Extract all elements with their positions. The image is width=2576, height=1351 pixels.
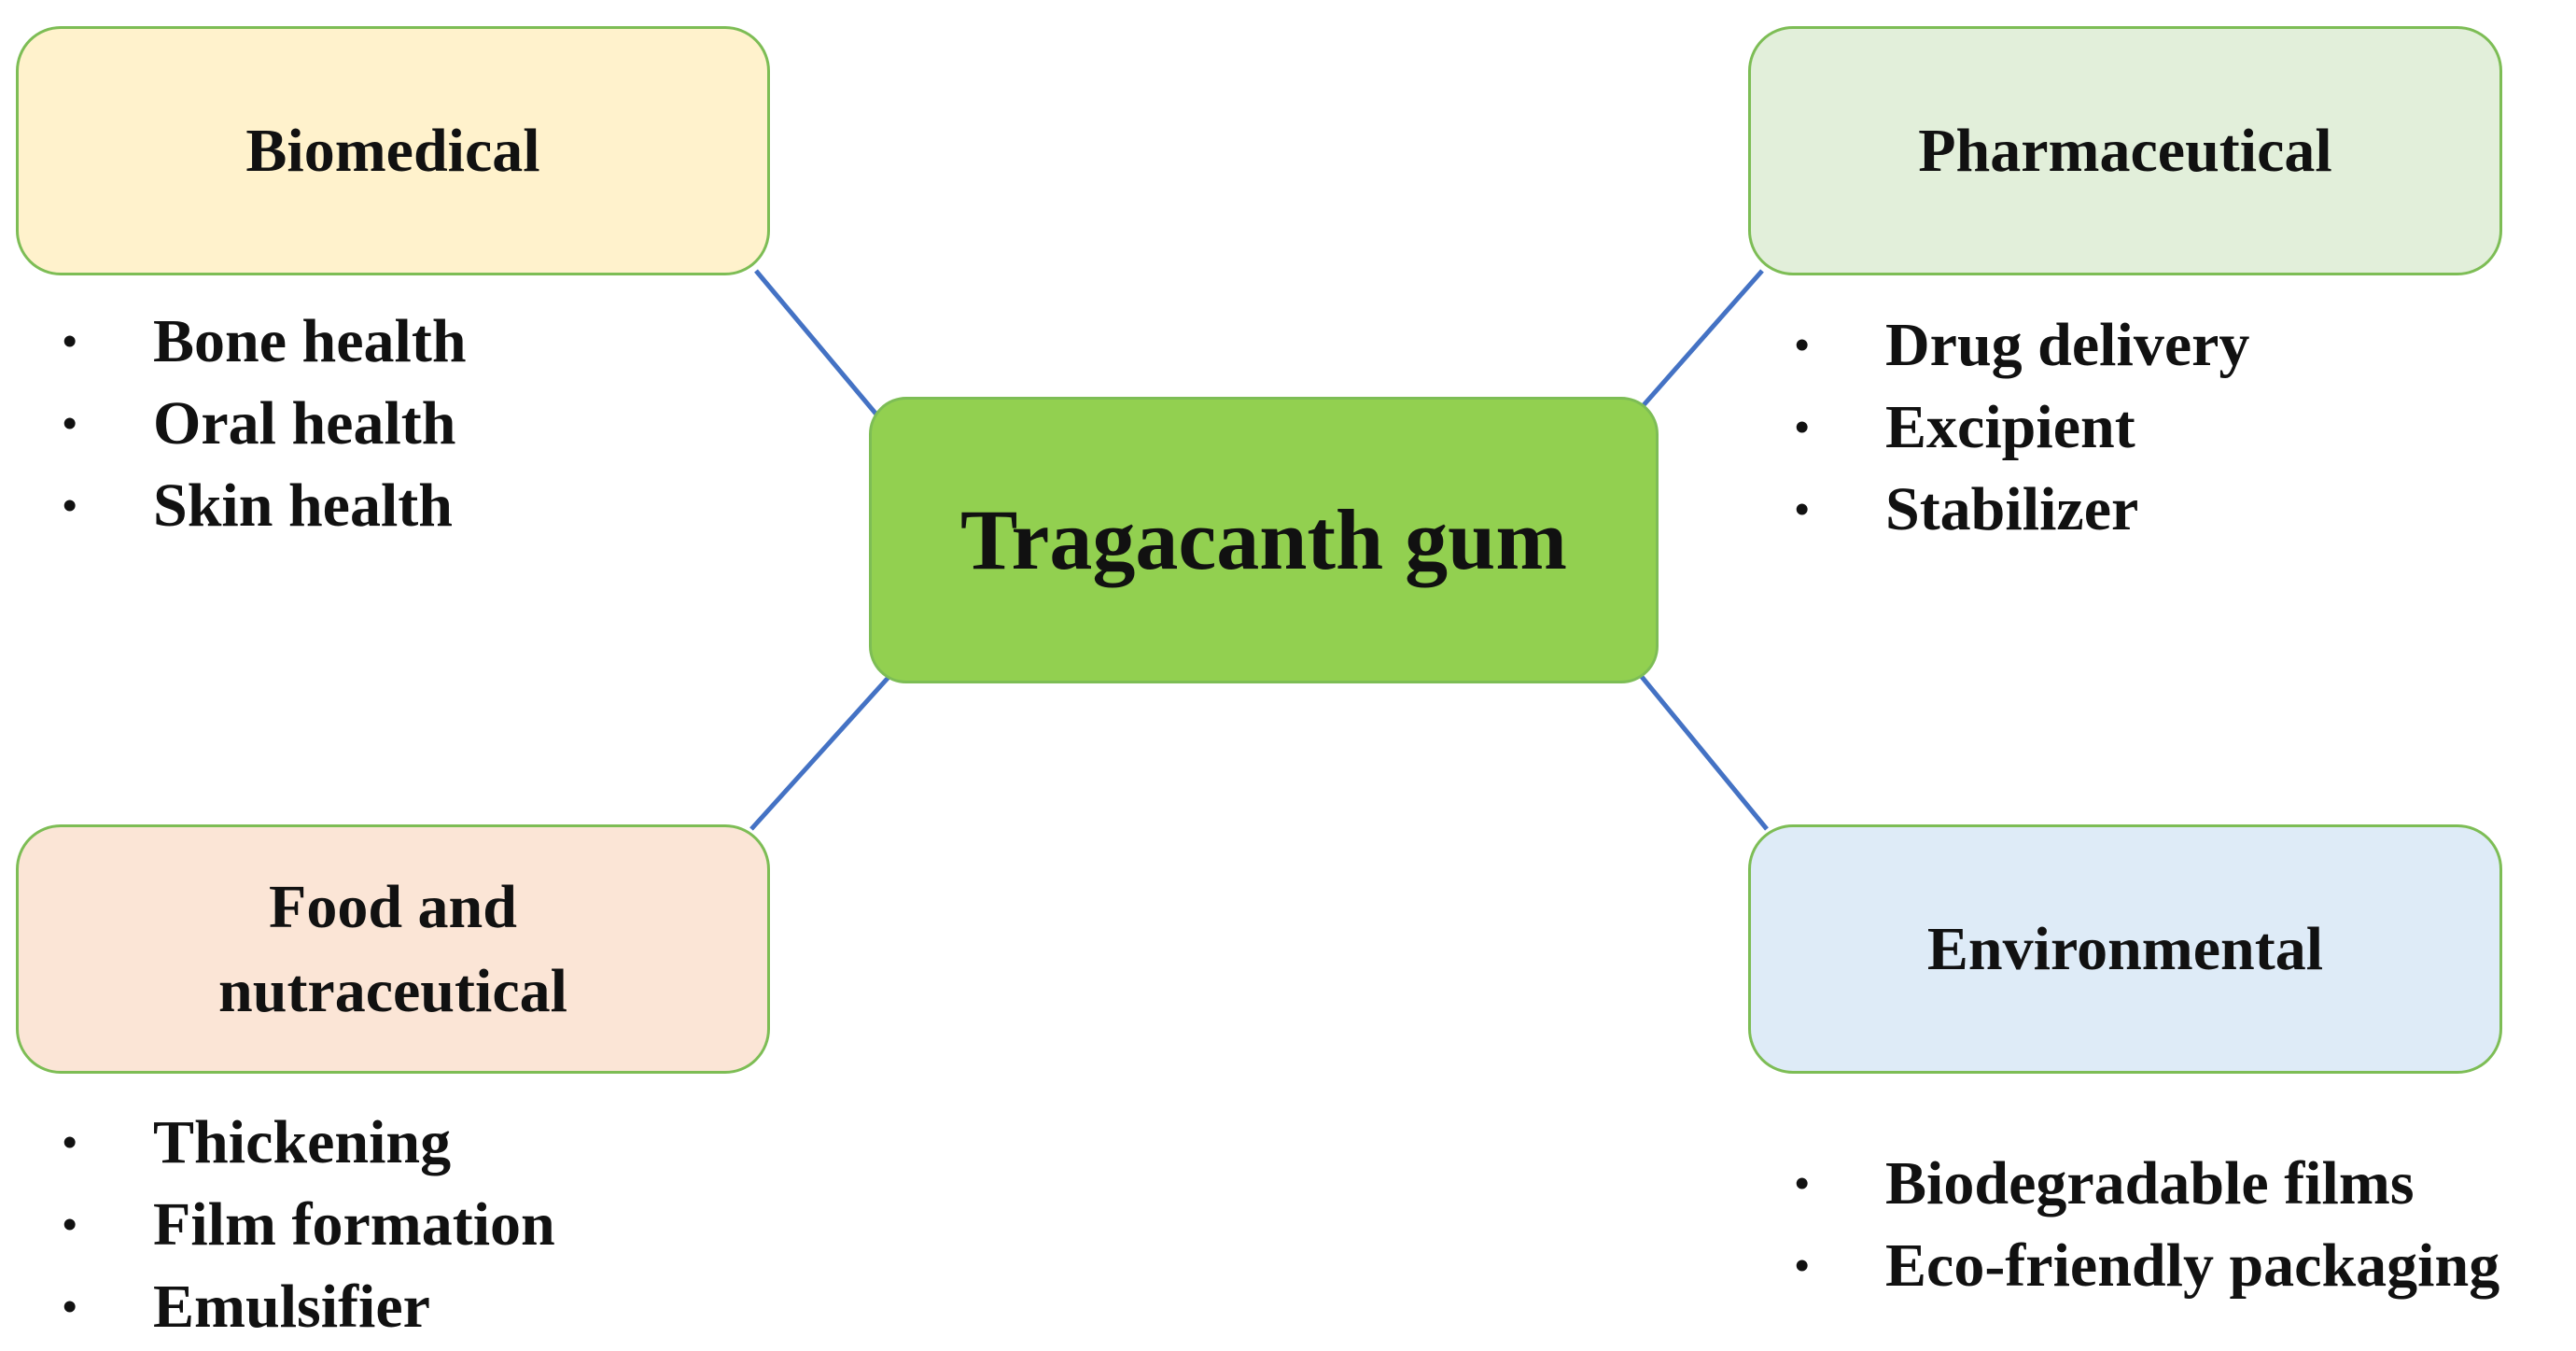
list-item-text: Skin health <box>153 471 453 540</box>
list-item-text: Bone health <box>153 307 467 375</box>
bullet-icon: • <box>1795 404 1810 450</box>
connector-biomedical <box>754 269 879 417</box>
bullet-icon: • <box>63 401 77 446</box>
list-item-text: Eco-friendly packaging <box>1885 1231 2500 1300</box>
list-item: • Thickening <box>16 1102 555 1184</box>
node-food-label: Food and nutraceutical <box>218 865 567 1032</box>
node-pharmaceutical-label: Pharmaceutical <box>1918 116 2332 185</box>
list-item-text: Drug delivery <box>1885 311 2250 379</box>
node-center: Tragacanth gum <box>869 397 1659 683</box>
bullet-icon: • <box>63 483 77 528</box>
connector-food <box>749 672 893 831</box>
list-item: • Oral health <box>16 383 467 465</box>
list-item: • Stabilizer <box>1748 469 2249 551</box>
list-item-text: Film formation <box>153 1190 555 1259</box>
pharmaceutical-list: • Drug delivery • Excipient • Stabilizer <box>1748 304 2249 551</box>
bullet-icon: • <box>1795 486 1810 532</box>
node-environmental: Environmental <box>1748 824 2502 1074</box>
node-biomedical: Biomedical <box>16 26 770 275</box>
node-pharmaceutical: Pharmaceutical <box>1748 26 2502 275</box>
list-item-text: Oral health <box>153 389 456 457</box>
list-item: • Excipient <box>1748 387 2249 469</box>
node-biomedical-label: Biomedical <box>245 116 540 185</box>
list-item-text: Thickening <box>153 1108 452 1176</box>
list-item: • Emulsifier <box>16 1266 555 1348</box>
biomedical-list: • Bone health • Oral health • Skin health <box>16 301 467 547</box>
list-item: • Bone health <box>16 301 467 383</box>
bullet-icon: • <box>63 318 77 364</box>
list-item: • Film formation <box>16 1184 555 1266</box>
list-item-text: Biodegradable films <box>1885 1149 2415 1217</box>
bullet-icon: • <box>63 1284 77 1330</box>
connector-environmental <box>1636 670 1769 831</box>
node-center-label: Tragacanth gum <box>960 492 1567 588</box>
list-item-text: Emulsifier <box>153 1273 430 1341</box>
list-item-text: Excipient <box>1885 393 2135 461</box>
list-item: • Eco-friendly packaging <box>1748 1225 2499 1307</box>
node-environmental-label: Environmental <box>1926 914 2324 983</box>
node-food-label-line1: Food and <box>269 873 517 942</box>
list-item: • Drug delivery <box>1748 304 2249 387</box>
list-item-text: Stabilizer <box>1885 475 2139 543</box>
bullet-icon: • <box>1795 322 1810 368</box>
bullet-icon: • <box>1795 1243 1810 1288</box>
food-list: • Thickening • Film formation • Emulsifier <box>16 1102 555 1348</box>
list-item: • Biodegradable films <box>1748 1143 2499 1225</box>
bullet-icon: • <box>63 1202 77 1247</box>
bullet-icon: • <box>1795 1161 1810 1206</box>
node-food-nutraceutical: Food and nutraceutical <box>16 824 770 1074</box>
connector-pharmaceutical <box>1641 269 1764 408</box>
environmental-list: • Biodegradable films • Eco-friendly packa… <box>1748 1143 2499 1307</box>
list-item: • Skin health <box>16 465 467 547</box>
bullet-icon: • <box>63 1119 77 1165</box>
node-food-label-line2: nutraceutical <box>218 956 567 1025</box>
